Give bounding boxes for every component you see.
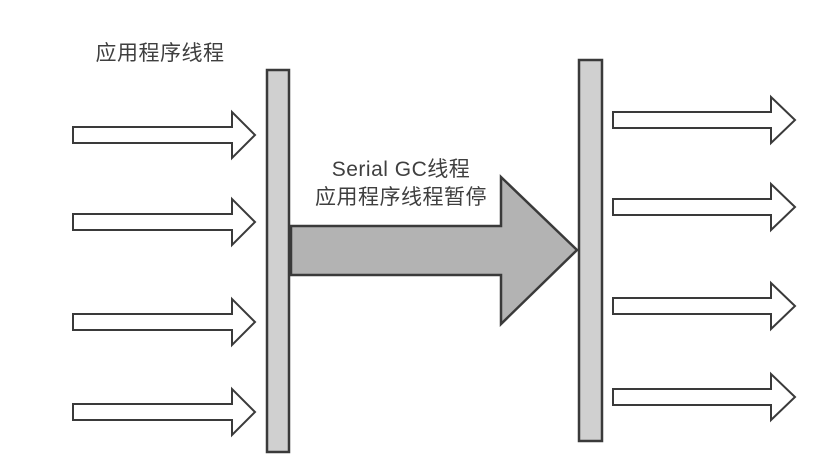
app-thread-arrow-left-4 (72, 386, 257, 438)
app-thread-arrow-right-3 (612, 280, 797, 332)
app-thread-arrow-right-4 (612, 371, 797, 423)
app-thread-arrow-left-2 (72, 196, 257, 248)
app-thread-arrow-right-2 (612, 181, 797, 233)
stw-barrier-right (577, 58, 604, 443)
stw-barrier-left (265, 68, 291, 454)
gc-caption: Serial GC线程 应用程序线程暂停 (315, 158, 487, 209)
app-thread-arrow-left-3 (72, 296, 257, 348)
app-threads-label: 应用程序线程 (96, 42, 225, 65)
app-threads-left-group (72, 109, 257, 438)
app-thread-arrow-right-1 (612, 94, 797, 146)
app-threads-right-group (612, 94, 797, 423)
app-thread-arrow-left-1 (72, 109, 257, 161)
serial-gc-arrow (289, 174, 579, 327)
gc-caption-line1: Serial GC线程 (332, 158, 471, 181)
gc-caption-line2: 应用程序线程暂停 (315, 186, 487, 209)
